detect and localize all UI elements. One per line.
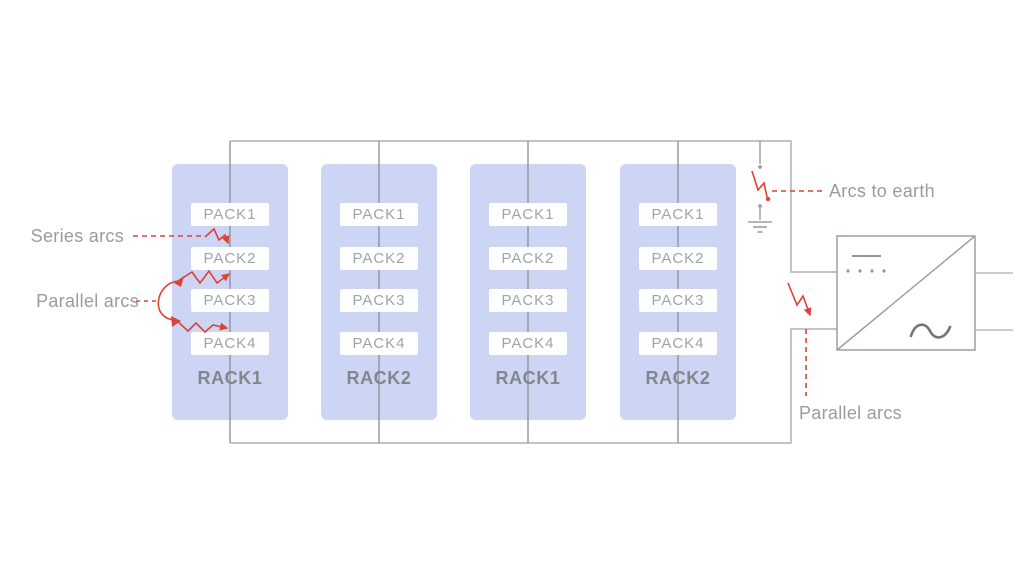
pack-box: PACK4 — [191, 332, 269, 355]
battery-rack-1: PACK1 PACK2 PACK3 PACK4 RACK1 — [172, 164, 288, 420]
pack-box: PACK2 — [191, 247, 269, 270]
pack-box: PACK2 — [489, 247, 567, 270]
brace-top-arrowhead — [174, 276, 184, 287]
pack-box: PACK3 — [340, 289, 418, 312]
pack-box: PACK3 — [191, 289, 269, 312]
parallel-arc-flash-lower-icon — [174, 318, 229, 334]
battery-rack-4: PACK1 PACK2 PACK3 PACK4 RACK2 — [620, 164, 736, 420]
parallel-arc-flash-upper-icon — [177, 269, 231, 285]
pack-box: PACK1 — [489, 203, 567, 226]
pack-box: PACK4 — [340, 332, 418, 355]
arcs-to-earth-label: Arcs to earth — [829, 181, 935, 201]
rack-label: RACK2 — [645, 368, 711, 388]
parallel-arcs-right-label: Parallel arcs — [799, 403, 902, 423]
pack-box: PACK4 — [639, 332, 717, 355]
dc-ac-converter-icon — [836, 235, 976, 351]
pack-box: PACK2 — [639, 247, 717, 270]
pack-box: PACK1 — [639, 203, 717, 226]
earth-ground-icon — [748, 141, 772, 233]
parallel-arcs-left-label: Parallel arcs — [36, 291, 139, 311]
busbar-arc-flash-icon — [787, 282, 812, 317]
rack-label: RACK1 — [495, 368, 561, 388]
top-bus-line — [230, 140, 837, 273]
rack-label: RACK2 — [346, 368, 412, 388]
parallel-arcs-brace-curve — [157, 280, 179, 321]
pack-box: PACK4 — [489, 332, 567, 355]
pack-box: PACK3 — [489, 289, 567, 312]
pack-box: PACK2 — [340, 247, 418, 270]
earth-arc-dot — [765, 196, 771, 202]
bottom-bus-line — [230, 328, 837, 444]
series-arcs-label: Series arcs — [30, 226, 124, 246]
series-arc-flash-icon — [204, 227, 230, 245]
battery-rack-3: PACK1 PACK2 PACK3 PACK4 RACK1 — [470, 164, 586, 420]
dc-symbol-dashed — [846, 269, 886, 273]
ac-symbol — [909, 323, 952, 339]
pack-box: PACK1 — [340, 203, 418, 226]
converter-diagonal — [836, 235, 976, 351]
pack-box: PACK1 — [191, 203, 269, 226]
rack-label: RACK1 — [197, 368, 263, 388]
brace-bottom-arrowhead — [171, 316, 181, 327]
earth-arc-flash-icon — [751, 170, 768, 198]
battery-rack-2: PACK1 PACK2 PACK3 PACK4 RACK2 — [321, 164, 437, 420]
pack-box: PACK3 — [639, 289, 717, 312]
